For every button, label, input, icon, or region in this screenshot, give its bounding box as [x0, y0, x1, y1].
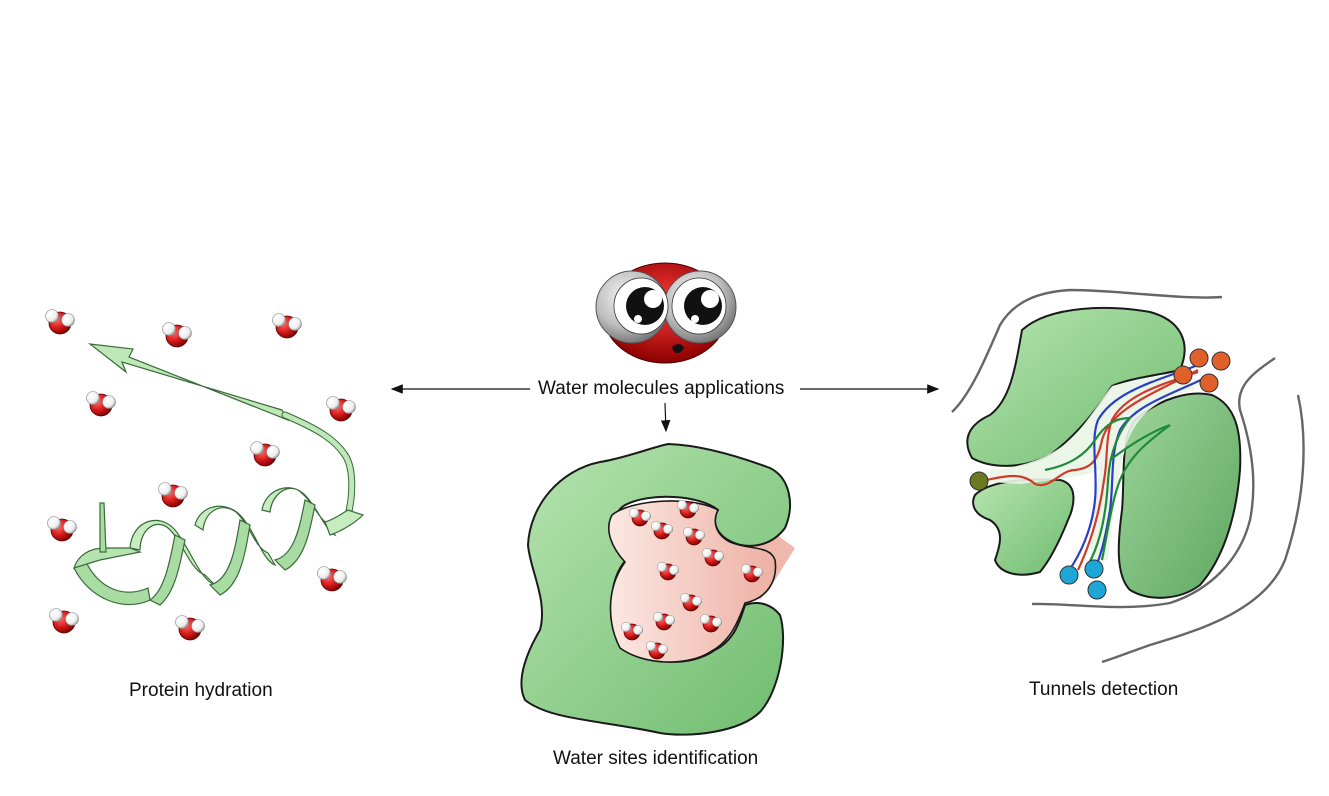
tunnel-paths	[979, 363, 1206, 576]
tunnels-panel	[951, 288, 1305, 664]
water-molecule-icon	[45, 309, 75, 335]
alpha-helix	[73, 487, 365, 606]
beta-strand-arrow	[87, 343, 290, 422]
protein-domain-upper	[966, 307, 1186, 467]
ligand-spheres	[969, 348, 1231, 600]
membrane-lines	[951, 288, 1305, 664]
water-mascot-icon	[595, 262, 737, 364]
label-tunnels-detection: Tunnels detection	[1029, 679, 1179, 700]
protein-hydration-panel	[45, 309, 365, 641]
protein-domain-right	[1117, 392, 1242, 599]
arrow-down	[660, 402, 671, 433]
binding-cavity	[608, 500, 777, 663]
tunnel-channel	[990, 372, 1195, 565]
water-molecule-icon	[317, 566, 347, 592]
arrows	[390, 384, 940, 433]
protein-domain-lower	[972, 478, 1075, 576]
water-molecule-icon	[49, 608, 79, 634]
water-molecule-icon	[326, 396, 356, 422]
water-molecule-icon	[47, 516, 77, 542]
water-molecule-icon	[272, 313, 302, 339]
water-molecule-icon	[162, 322, 192, 348]
water-molecule-icon	[86, 391, 116, 417]
water-molecule-icon	[250, 441, 280, 467]
water-molecule-icon	[158, 482, 188, 508]
protein-surface	[520, 442, 791, 736]
label-protein-hydration: Protein hydration	[129, 680, 273, 701]
center-title: Water molecules applications	[538, 378, 785, 399]
water-molecule-icon	[175, 615, 205, 641]
label-water-sites: Water sites identification	[553, 748, 759, 769]
water-sites-panel	[520, 442, 795, 736]
